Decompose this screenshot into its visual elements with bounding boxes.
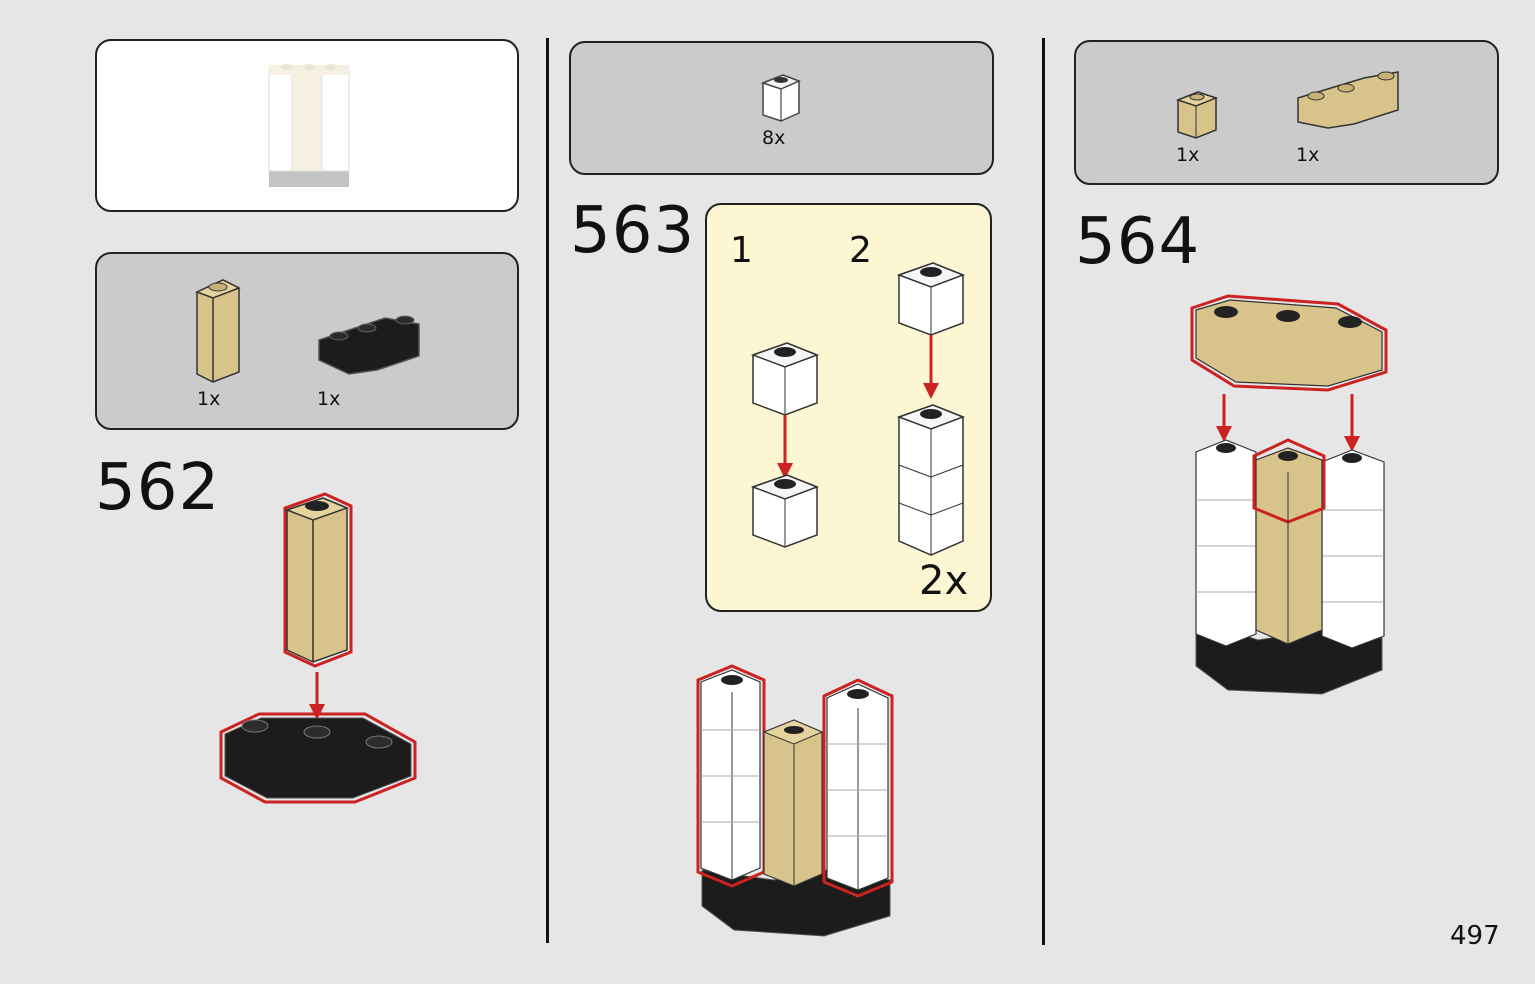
step-number: 564 (1075, 205, 1201, 279)
subassembly-preview-panel (95, 39, 519, 212)
tan-1x1-brick-icon (1175, 91, 1219, 139)
part-quantity: 1x (197, 388, 221, 410)
subassembly-preview-image (268, 64, 350, 187)
part-quantity: 1x (1296, 144, 1320, 166)
substep-multiplier: 2x (919, 558, 969, 604)
substep-callout: 1 2 2x (705, 203, 992, 612)
substep-2-illustration (896, 262, 966, 556)
column-divider-1 (546, 38, 549, 943)
step-562-parts-list: 1x 1x (95, 252, 519, 430)
step-563-illustration (696, 664, 894, 937)
column-divider-2 (1042, 38, 1045, 945)
clear-1x1-brick-icon (760, 74, 801, 122)
substep-1-illustration (750, 342, 820, 548)
substep-label: 1 (730, 230, 753, 271)
step-number: 562 (95, 451, 221, 525)
step-564-parts-list: 1x 1x (1074, 40, 1499, 185)
step-563-parts-list: 8x (569, 41, 994, 175)
part-quantity: 1x (1176, 144, 1200, 166)
black-corner-brick-icon (318, 315, 420, 375)
part-quantity: 8x (762, 127, 786, 149)
step-562-illustration (219, 492, 417, 804)
step-number: 563 (570, 194, 696, 268)
page-number: 497 (1450, 921, 1500, 951)
tan-1x1x3-brick-icon (195, 279, 241, 383)
step-564-illustration (1190, 294, 1388, 695)
substep-label: 2 (849, 230, 872, 271)
tan-corner-brick-icon (1297, 71, 1399, 129)
part-quantity: 1x (317, 388, 341, 410)
